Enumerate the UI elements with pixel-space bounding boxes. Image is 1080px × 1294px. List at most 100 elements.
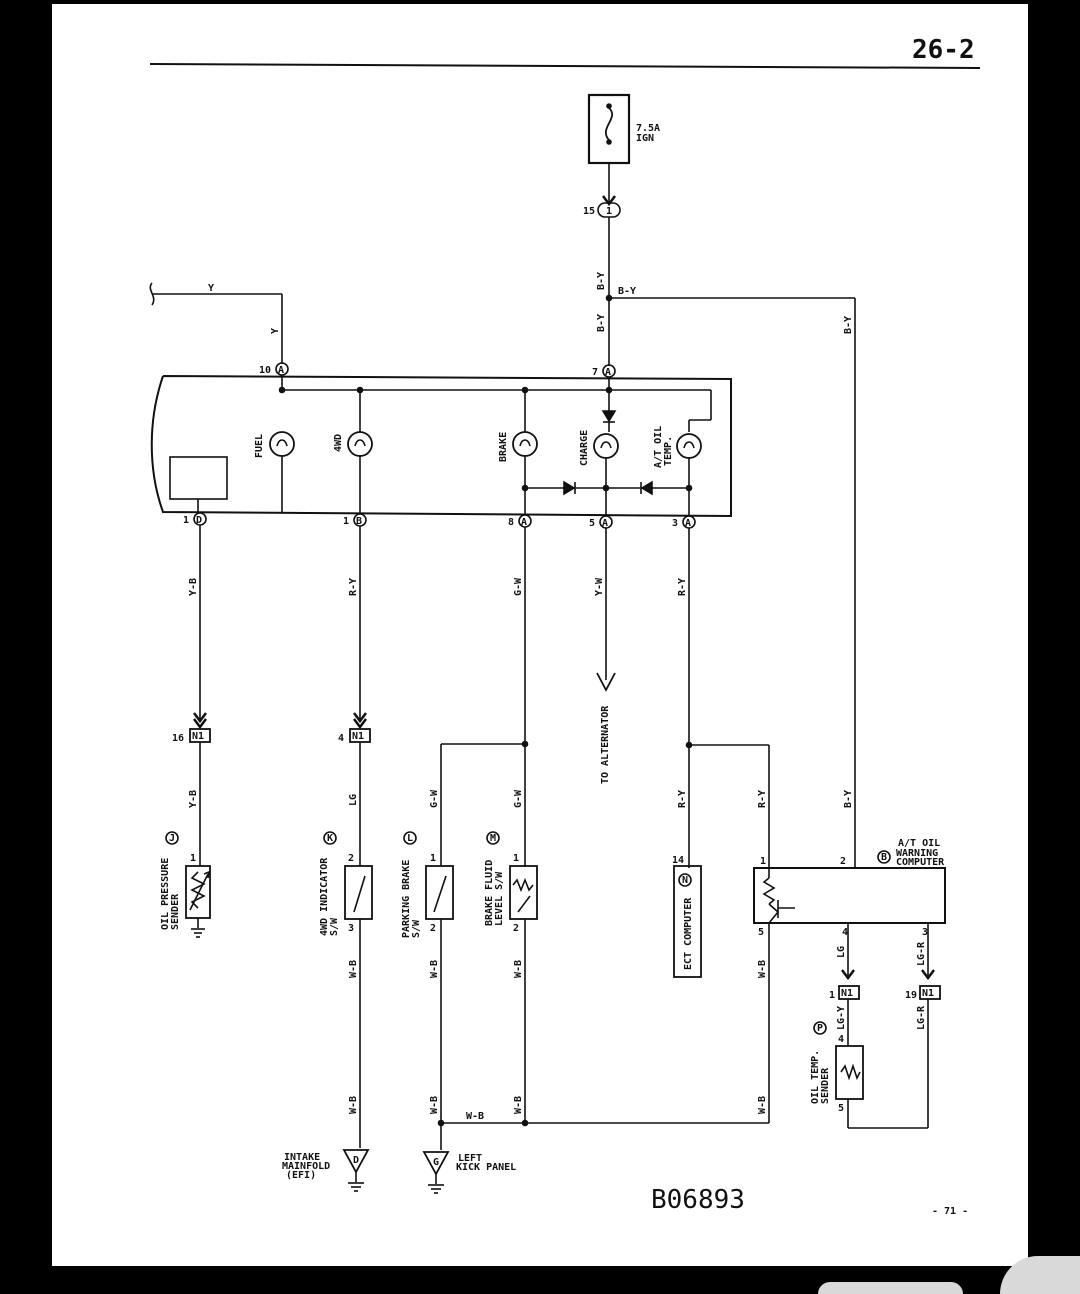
pin-1-b: 1	[343, 516, 349, 527]
at-warning-id: B	[881, 852, 887, 863]
wire-label-y-b: Y-B	[188, 578, 199, 596]
to-alternator: TO ALTERNATOR	[600, 705, 611, 784]
parking-brake-pin-2: 2	[430, 923, 436, 934]
ground-d-label-3: (EFI)	[286, 1170, 316, 1181]
oil-pressure-label-1: OIL PRESSURE	[160, 858, 171, 930]
parking-brake-label-2: S/W	[411, 919, 422, 938]
connector-d: D	[196, 515, 202, 526]
4wd-switch-label-1: 4WD INDICATOR	[319, 857, 330, 936]
oil-temp-pin-5: 5	[838, 1103, 844, 1114]
lamp-at-oil: A/T OIL	[653, 426, 664, 468]
parking-brake-id: L	[407, 833, 413, 844]
brake-fluid-label-2: LEVEL S/W	[494, 871, 505, 926]
ect-pin-14: 14	[672, 855, 684, 866]
ground-g-label-2: KICK PANEL	[456, 1162, 516, 1173]
connector-a-3: A	[685, 518, 691, 529]
pin-15: 15	[583, 206, 595, 217]
oil-temp-pin-4: 4	[838, 1034, 844, 1045]
4wd-switch-id: K	[327, 833, 333, 844]
wire-label-g-w-left: G-W	[429, 789, 440, 808]
pin-10: 10	[259, 365, 271, 376]
wire-label-y-b-lower: Y-B	[188, 790, 199, 808]
scroll-thumb-left[interactable]	[818, 1282, 963, 1294]
pin-8: 8	[508, 517, 514, 528]
wire-label-w-b-4: W-B	[757, 960, 768, 978]
n1-connector-1: N1	[841, 988, 853, 999]
at-warning-label-3: COMPUTER	[896, 857, 945, 868]
wiring-diagram: 26-2 7.5A IGN 15 1 Y B-Y Y B-Y B-Y B-Y 1…	[149, 35, 981, 1217]
4wd-switch-pin-2: 2	[348, 853, 354, 864]
brake-fluid-pin-1: 1	[513, 853, 519, 864]
wire-label-r-y-1: R-Y	[348, 578, 359, 596]
ect-computer-label: ECT COMPUTER	[683, 897, 694, 970]
connector-a-10: A	[278, 365, 284, 376]
pin-4: 4	[338, 733, 344, 744]
schematic-page: 26-2 7.5A IGN 15 1 Y B-Y Y B-Y B-Y B-Y 1…	[52, 4, 1028, 1266]
pin-1-n1: 1	[829, 990, 835, 1001]
connector-1-label: 1	[606, 206, 612, 217]
connector-a-5: A	[602, 518, 608, 529]
ground-d-label-1: INTAKE	[284, 1152, 320, 1163]
4wd-switch-label-2: S/W	[329, 917, 340, 936]
pin-7: 7	[592, 367, 598, 378]
wire-label-r-y-2: R-Y	[677, 578, 688, 596]
lamp-at-oil-temp: TEMP.	[663, 436, 674, 466]
wire-label-w-b-6: W-B	[429, 1096, 440, 1114]
oil-pressure-id: J	[169, 833, 175, 844]
at-warning-pin-3: 3	[922, 927, 928, 938]
page-number: 26-2	[912, 35, 975, 65]
pin-16: 16	[172, 733, 184, 744]
at-warning-pin-4: 4	[842, 927, 848, 938]
wire-label-r-y-3: R-Y	[677, 790, 688, 808]
wire-label-w-b-8: W-B	[757, 1096, 768, 1114]
diagram-code: B06893	[651, 1185, 745, 1215]
brake-fluid-pin-2: 2	[513, 923, 519, 934]
wire-label-y-w: Y-W	[594, 577, 605, 596]
wire-label-b-y-2: B-Y	[596, 314, 607, 332]
at-warning-label-2: WARNING	[896, 848, 938, 859]
wire-label-b-y-branch: B-Y	[618, 286, 636, 297]
ect-id: N	[682, 875, 688, 886]
brake-fluid-id: M	[490, 833, 496, 844]
n1-connector-19: N1	[922, 988, 934, 999]
at-warning-pin-5: 5	[758, 927, 764, 938]
connector-a-7: A	[605, 367, 611, 378]
footer-page-number: - 71 -	[932, 1206, 968, 1217]
pin-3: 3	[672, 518, 678, 529]
wire-label-lg-y: LG-Y	[836, 1006, 847, 1030]
connector-a-8: A	[521, 517, 527, 528]
wire-label-g-w: G-W	[513, 577, 524, 596]
wire-label-y-vert: Y	[270, 328, 281, 334]
parking-brake-label-1: PARKING BRAKE	[401, 860, 412, 938]
pin-5: 5	[589, 518, 595, 529]
n1-connector-16: N1	[192, 731, 204, 742]
wire-label-w-b-7: W-B	[513, 1096, 524, 1114]
oil-pressure-pin: 1	[190, 853, 196, 864]
parking-brake-pin-1: 1	[430, 853, 436, 864]
ground-d-label-2: MAINFOLD	[282, 1161, 330, 1172]
at-warning-pin-1: 1	[760, 856, 766, 867]
wire-label-w-b-1: W-B	[348, 960, 359, 978]
at-warning-pin-2: 2	[840, 856, 846, 867]
wire-label-w-b-2: W-B	[429, 960, 440, 978]
fuse-rating: 7.5A	[636, 123, 660, 134]
lamp-charge: CHARGE	[579, 430, 590, 466]
wire-label-y-top: Y	[208, 283, 214, 294]
oil-temp-label-2: SENDER	[820, 1067, 831, 1104]
wire-label-b-y-right: B-Y	[843, 316, 854, 334]
wire-label-w-b-5: W-B	[348, 1096, 359, 1114]
oil-pressure-label-2: SENDER	[170, 893, 181, 930]
brake-fluid-label-1: BRAKE FLUID	[484, 860, 495, 926]
n1-connector-4: N1	[352, 731, 364, 742]
lamp-brake: BRAKE	[498, 432, 509, 462]
pin-19: 19	[905, 990, 917, 1001]
lamp-4wd: 4WD	[333, 434, 344, 452]
at-warning-label-1: A/T OIL	[898, 838, 940, 849]
wire-label-lg-r-1: LG-R	[916, 941, 927, 966]
fuse-name: IGN	[636, 133, 654, 144]
wire-label-lg-r-2: LG-R	[916, 1005, 927, 1030]
4wd-switch-pin-3: 3	[348, 923, 354, 934]
connector-b: B	[356, 516, 362, 527]
wire-label-w-b-horizontal: W-B	[466, 1111, 484, 1122]
wire-label-lg-right: LG	[836, 946, 847, 958]
